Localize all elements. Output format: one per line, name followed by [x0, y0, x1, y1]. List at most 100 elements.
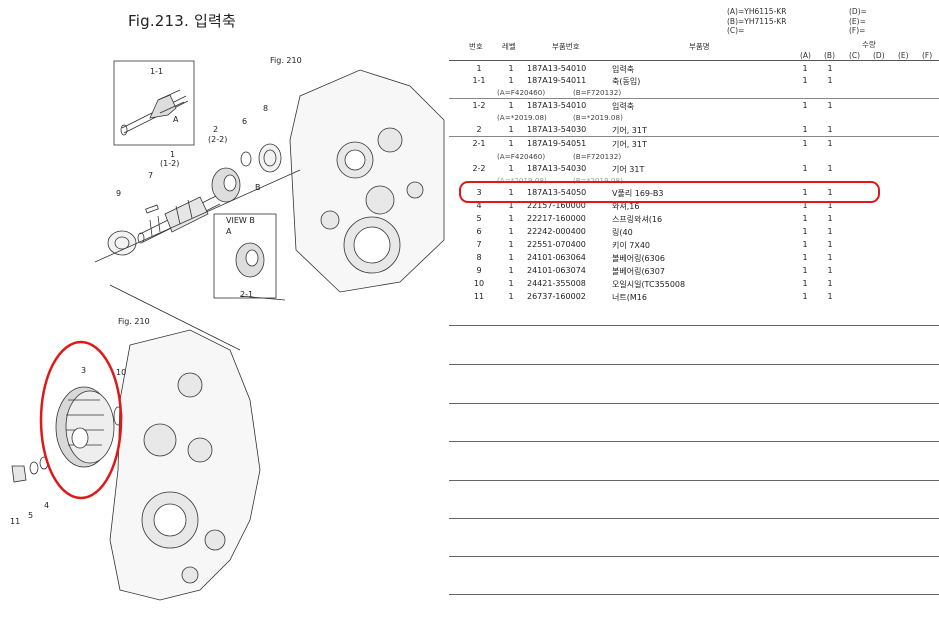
row-level: 1 [508, 279, 514, 288]
row-part-no: 187A13-54010 [527, 64, 587, 73]
row-level: 1 [508, 227, 514, 236]
legend-f: (F)= [849, 26, 866, 35]
row-part-no: 187A19-54051 [527, 139, 587, 148]
serial-note-a: (A=*2019.08) [497, 176, 547, 185]
table-row[interactable]: 9 1 24101-063074 볼베어링(6307 1 1 [449, 266, 939, 278]
row-no: 2 [476, 125, 482, 134]
table-row[interactable]: 11 1 26737-160002 너트(M16 1 1 [449, 292, 939, 304]
spring-washer-5-drawing [29, 461, 39, 475]
callout-2: 2 [213, 125, 218, 134]
row-level: 1 [508, 188, 514, 197]
shaft-detail-box [113, 60, 195, 146]
row-no: 6 [476, 227, 482, 236]
row-qty-a: 1 [802, 64, 808, 73]
table-row[interactable]: 6 1 22242-000400 링(40 1 1 [449, 227, 939, 239]
table-row[interactable]: 2-2 1 187A13-54030 기어 31T 1 1 [449, 164, 939, 176]
legend-b: (B)=YH7115-KR [727, 16, 787, 26]
pulley-highlight-ellipse [39, 340, 123, 500]
empty-rule [449, 480, 939, 481]
row-name: 입력축 [612, 102, 635, 111]
row-no: 2-2 [472, 164, 486, 173]
gear-2-drawing [211, 167, 241, 203]
empty-rule [449, 518, 939, 519]
serial-note: (A=*2019.08) (B=*2019.08) [449, 176, 939, 187]
row-no: 7 [476, 240, 482, 249]
row-level: 1 [508, 164, 514, 173]
callout-1-1: 1-1 [150, 67, 163, 76]
table-row[interactable]: 2-1 1 187A19-54051 기어, 31T 1 1 [449, 139, 939, 151]
row-qty-a: 1 [802, 266, 808, 275]
legend-models-extra: (D)= (E)= (F)= [849, 7, 867, 36]
header-part-no: 부품번호 [552, 42, 580, 51]
row-part-no: 187A13-54030 [527, 125, 587, 134]
row-highlight-box [459, 181, 880, 203]
serial-note-b: (B=F720132) [573, 88, 622, 97]
header-no: 번호 [469, 42, 483, 51]
table-row[interactable]: 1-1 1 187A19-54011 축(동입) 1 1 [449, 76, 939, 88]
gear-2-1-drawing [235, 242, 265, 278]
row-no: 1-1 [472, 76, 486, 85]
row-level: 1 [508, 139, 514, 148]
main-shaft-drawing [137, 195, 221, 244]
callout-9: 9 [116, 189, 121, 198]
callout-7: 7 [148, 171, 153, 180]
row-qty-a: 1 [802, 125, 808, 134]
row-qty-a: 1 [802, 292, 808, 301]
row-part-no: 187A13-54010 [527, 101, 587, 110]
empty-rule [449, 325, 939, 326]
bottom-housing-drawing [109, 329, 261, 601]
row-no: 11 [473, 292, 485, 301]
table-row[interactable]: 1-2 1 187A13-54010 입력축 1 1 [449, 101, 939, 113]
row-level: 1 [508, 253, 514, 262]
table-row[interactable]: 2 1 187A13-54030 기어, 31T 1 1 [449, 125, 939, 137]
callout-3: 3 [81, 366, 86, 375]
callout-6: 6 [242, 117, 247, 126]
row-name: 키이 7X40 [612, 241, 651, 250]
legend-c: (C)= [727, 26, 745, 35]
table-row[interactable]: 8 1 24101-063064 볼베어링(6306 1 1 [449, 253, 939, 265]
row-qty-a: 1 [802, 164, 808, 173]
table-row[interactable]: 5 1 22217-160000 스프링와셔(16 1 1 [449, 214, 939, 226]
legend-a: (A)=YH6115-KR [727, 7, 787, 16]
row-qty-b: 1 [827, 292, 833, 301]
row-qty-b: 1 [827, 164, 833, 173]
fig210-bottom-label: Fig. 210 [118, 317, 150, 326]
header-f: (F) [922, 51, 933, 60]
row-name: 볼베어링(6306 [612, 254, 665, 263]
row-qty-b: 1 [827, 101, 833, 110]
empty-rule [449, 364, 939, 365]
row-level: 1 [508, 214, 514, 223]
bearing-9-drawing [107, 230, 137, 256]
row-part-no: 187A13-54050 [527, 188, 587, 197]
serial-note-b: (B=*2019.08) [573, 113, 623, 122]
table-row[interactable]: 7 1 22551-070400 키이 7X40 1 1 [449, 240, 939, 252]
table-row[interactable]: 10 1 24421-355008 오일시일(TC355008 1 1 [449, 279, 939, 291]
row-name: 링(40 [612, 228, 633, 237]
empty-rule [449, 594, 939, 595]
row-name: 볼베어링(6307 [612, 267, 665, 276]
header-c: (C) [849, 51, 861, 60]
serial-note: (A=*2019.08) (B=*2019.08) [449, 113, 939, 124]
parts-table-header: 번호 레벨 부품번호 부품명 수량 (A) (B) (C) (D) (E) (F… [449, 38, 939, 62]
callout-2-1: 2-1 [240, 290, 253, 299]
row-part-no: 22242-000400 [527, 227, 586, 236]
header-name: 부품명 [689, 42, 710, 51]
row-name: 입력축 [612, 65, 635, 74]
row-level: 1 [508, 266, 514, 275]
row-name: V풀리 169-B3 [612, 189, 664, 198]
view-b-label: VIEW B [226, 216, 255, 225]
row-level: 1 [508, 64, 514, 73]
row-name: 스프링와셔(16 [612, 215, 663, 224]
empty-rule [449, 441, 939, 442]
callout-1-2: (1-2) [160, 159, 179, 168]
row-name: 기어 31T [612, 165, 645, 174]
table-row-highlighted[interactable]: 3 1 187A13-54050 V풀리 169-B3 1 1 [449, 188, 939, 200]
table-row[interactable]: 1 1 187A13-54010 입력축 1 1 [449, 64, 939, 76]
row-qty-a: 1 [802, 201, 808, 210]
row-level: 1 [508, 240, 514, 249]
empty-rule [449, 556, 939, 557]
table-row[interactable]: 4 1 22157-160000 와셔,16 1 1 [449, 201, 939, 213]
callout-a-view: A [226, 227, 232, 236]
header-level: 레벨 [502, 42, 516, 51]
row-part-no: 22217-160000 [527, 214, 586, 223]
